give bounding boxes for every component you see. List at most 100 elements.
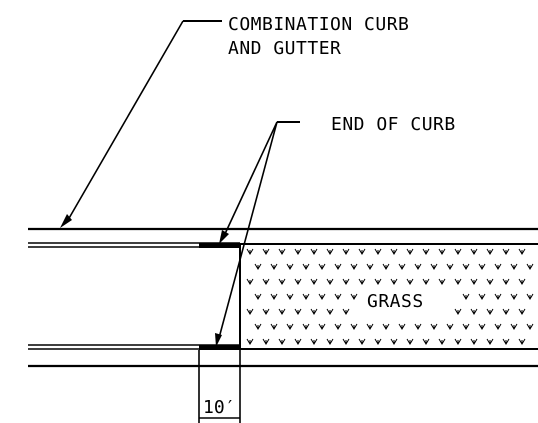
grass-tuft-symbol [302, 323, 310, 330]
grass-tuft-symbol [494, 323, 502, 330]
grass-tuft-symbol [406, 248, 414, 255]
grass-tuft-symbol [510, 293, 518, 300]
grass-tuft-symbol [502, 338, 510, 345]
grass-tuft-symbol [358, 248, 366, 255]
grass-tuft-symbol [486, 308, 494, 315]
grass-tuft-symbol [246, 338, 254, 345]
grass-tuft-symbol [246, 278, 254, 285]
grass-tuft-symbol [510, 263, 518, 270]
grass-tuft-symbol [286, 263, 294, 270]
grass-tuft-symbol [382, 323, 390, 330]
grass-tuft-symbol [366, 323, 374, 330]
grass-tuft-symbol [422, 278, 430, 285]
grass-tuft-symbol [422, 248, 430, 255]
grass-tuft-symbol [454, 278, 462, 285]
grass-tuft-symbol [518, 308, 526, 315]
grass-tuft-symbol [502, 248, 510, 255]
grass-tuft-symbol [278, 278, 286, 285]
grass-tuft-symbol [478, 293, 486, 300]
grass-tuft-symbol [326, 338, 334, 345]
grass-tuft-symbol [502, 278, 510, 285]
grass-tuft-symbol [350, 263, 358, 270]
grass-tuft-symbol [374, 278, 382, 285]
dimension-label: 10′ [203, 397, 236, 418]
grass-tuft-symbol [310, 278, 318, 285]
grass-tuft-symbol [326, 308, 334, 315]
grass-tuft-symbol [310, 338, 318, 345]
grass-tuft-symbol [342, 248, 350, 255]
grass-tuft-symbol [262, 338, 270, 345]
grass-tuft-symbol [414, 323, 422, 330]
grass-tuft-symbol [518, 248, 526, 255]
grass-tuft-symbol [454, 308, 462, 315]
grass-tuft-symbol [342, 278, 350, 285]
grass-tuft-symbol [486, 338, 494, 345]
grass-tuft-symbol [334, 263, 342, 270]
grass-tuft-symbol [318, 293, 326, 300]
grass-tuft-symbol [430, 323, 438, 330]
lower-curb-end-marker [199, 345, 240, 350]
combination-leader-line [67, 20, 184, 221]
grass-tuft-symbol [342, 338, 350, 345]
grass-tuft-symbol [270, 263, 278, 270]
grass-tuft-symbol [246, 308, 254, 315]
grass-tuft-symbol [318, 263, 326, 270]
grass-tuft-symbol [486, 248, 494, 255]
grass-tuft-symbol [302, 263, 310, 270]
grass-tuft-symbol [454, 248, 462, 255]
grass-tuft-symbol [510, 323, 518, 330]
grass-label: GRASS [367, 291, 424, 312]
grass-tuft-symbol [502, 308, 510, 315]
grass-tuft-symbol [294, 338, 302, 345]
grass-tuft-symbol [358, 278, 366, 285]
grass-tuft-symbol [526, 263, 534, 270]
grass-tuft-symbol [454, 338, 462, 345]
grass-tuft-symbol [486, 278, 494, 285]
grass-tuft-symbol [278, 338, 286, 345]
grass-tuft-symbol [270, 293, 278, 300]
grass-tuft-symbol [382, 263, 390, 270]
grass-tuft-symbol [526, 293, 534, 300]
grass-tuft-symbol [390, 278, 398, 285]
grass-tuft-symbol [318, 323, 326, 330]
grass-label-background [362, 289, 450, 313]
grass-tuft-symbol [254, 263, 262, 270]
grass-tuft-symbol [406, 338, 414, 345]
grass-tuft-symbol [494, 263, 502, 270]
grass-tuft-symbol [494, 293, 502, 300]
grass-tuft-symbol [526, 323, 534, 330]
grass-tuft-symbol [326, 248, 334, 255]
grass-tuft-symbol [462, 323, 470, 330]
end-of-curb-leader-upper [223, 121, 278, 237]
grass-tuft-symbol [430, 263, 438, 270]
upper-curb-end-marker [199, 243, 240, 248]
combination-leader-arrowhead [60, 214, 72, 228]
grass-tuft-symbol [286, 293, 294, 300]
grass-tuft-symbol [446, 323, 454, 330]
grass-tuft-symbol [350, 293, 358, 300]
grass-tuft-symbol [350, 323, 358, 330]
grass-tuft-symbol [478, 263, 486, 270]
grass-hatch-pattern [246, 248, 534, 345]
grass-tuft-symbol [390, 248, 398, 255]
grass-tuft-symbol [310, 248, 318, 255]
grass-tuft-symbol [294, 278, 302, 285]
grass-tuft-symbol [246, 248, 254, 255]
grass-tuft-symbol [470, 308, 478, 315]
grass-tuft-symbol [358, 338, 366, 345]
grass-tuft-symbol [518, 338, 526, 345]
grass-tuft-symbol [398, 323, 406, 330]
grass-tuft-symbol [254, 293, 262, 300]
grass-tuft-symbol [414, 263, 422, 270]
grass-tuft-symbol [438, 338, 446, 345]
grass-tuft-symbol [438, 248, 446, 255]
grass-tuft-symbol [462, 263, 470, 270]
grass-tuft-symbol [326, 278, 334, 285]
grass-tuft-symbol [390, 338, 398, 345]
grass-tuft-symbol [406, 278, 414, 285]
grass-tuft-symbol [262, 278, 270, 285]
grass-tuft-symbol [294, 248, 302, 255]
grass-tuft-symbol [398, 263, 406, 270]
end-of-curb-arrowhead-upper [219, 230, 229, 244]
